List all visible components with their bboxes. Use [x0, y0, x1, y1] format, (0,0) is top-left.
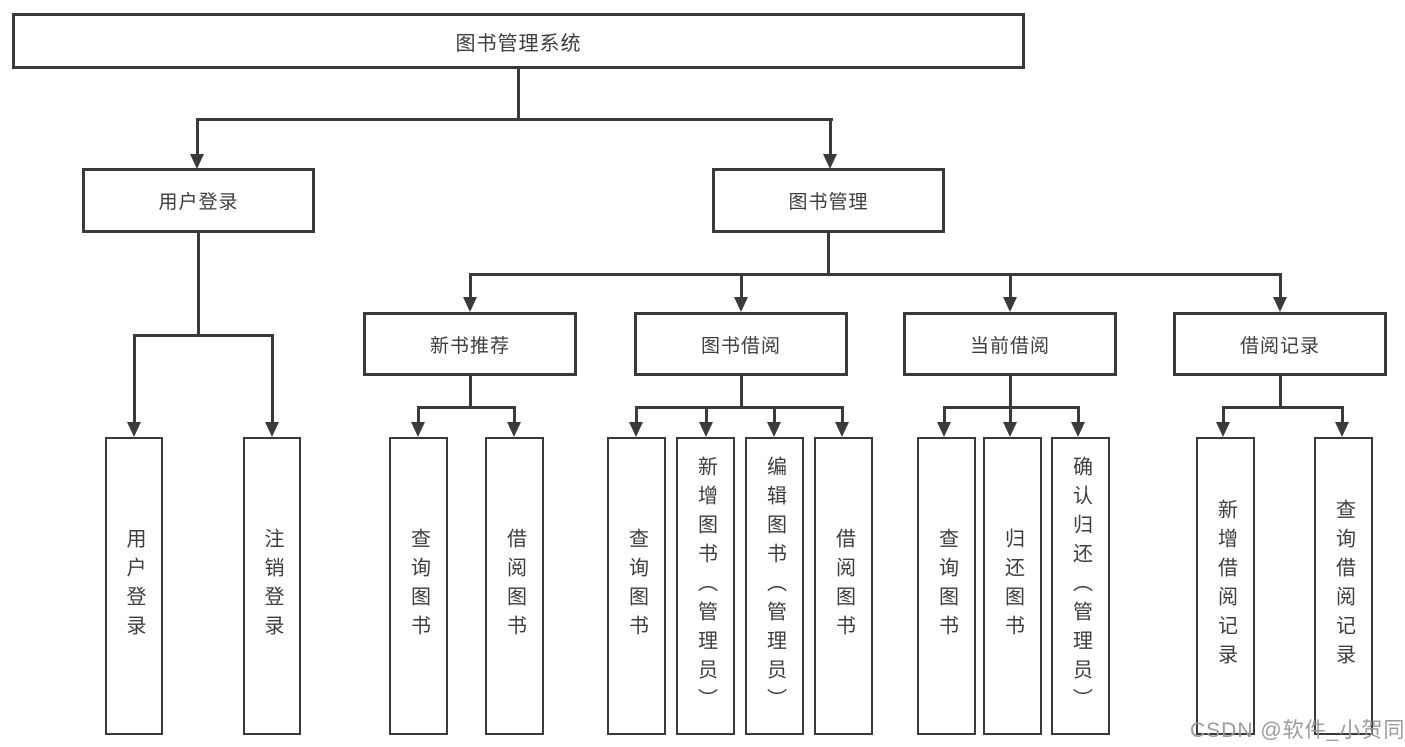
arrow-down-icon — [767, 406, 781, 437]
connector-hline — [133, 334, 274, 337]
connector-vline — [1009, 376, 1012, 406]
leaf-query-books: 查询图书 — [917, 437, 976, 735]
leaf-label: 编辑图书（管理员） — [763, 455, 786, 717]
arrow-down-icon — [835, 406, 849, 437]
connector-vline — [197, 233, 200, 334]
node-label: 借阅记录 — [1239, 335, 1320, 357]
node-new-book-recommendation: 新书推荐 — [363, 312, 577, 376]
node-label: 新书推荐 — [429, 335, 510, 357]
leaf-query-borrow-record: 查询借阅记录 — [1314, 437, 1373, 735]
node-book-borrowing: 图书借阅 — [634, 312, 848, 376]
leaf-return-book: 归还图书 — [983, 437, 1042, 735]
connector-hline — [635, 406, 843, 409]
arrow-down-icon — [1273, 273, 1287, 312]
leaf-label: 归还图书 — [1001, 528, 1024, 644]
csdn-watermark: CSDN @软件_小贺同学 — [1190, 719, 1405, 742]
node-borrowing-records: 借阅记录 — [1173, 312, 1387, 376]
leaf-edit-book-admin: 编辑图书（管理员） — [745, 437, 804, 735]
arrow-down-icon — [1003, 406, 1017, 437]
leaf-label: 确认归还（管理员） — [1069, 455, 1092, 717]
node-library-management-system: 图书管理系统 — [12, 13, 1025, 69]
leaf-label: 借阅图书 — [832, 528, 855, 644]
arrow-down-icon — [937, 406, 951, 437]
arrow-down-icon — [1335, 406, 1349, 437]
arrow-down-icon — [1216, 406, 1230, 437]
connector-vline — [469, 376, 472, 406]
node-label: 图书管理系统 — [455, 32, 582, 55]
node-label: 用户登录 — [158, 192, 239, 213]
node-current-borrowing: 当前借阅 — [903, 312, 1117, 376]
arrow-down-icon — [699, 406, 713, 437]
leaf-label: 查询图书 — [935, 528, 958, 644]
node-label: 当前借阅 — [969, 335, 1050, 357]
leaf-label: 注销登录 — [261, 528, 283, 644]
leaf-borrow-books: 借阅图书 — [485, 437, 544, 735]
leaf-query-books: 查询图书 — [607, 437, 666, 735]
arrow-down-icon — [265, 334, 279, 437]
node-book-management: 图书管理 — [712, 168, 945, 233]
arrow-down-icon — [629, 406, 643, 437]
leaf-logout: 注销登录 — [243, 437, 301, 735]
node-user-login: 用户登录 — [82, 168, 315, 233]
connector-hline — [417, 406, 516, 409]
leaf-query-books: 查询图书 — [389, 437, 448, 735]
leaf-label: 新增借阅记录 — [1214, 499, 1237, 673]
leaf-label: 新增图书（管理员） — [694, 455, 717, 717]
leaf-label: 查询借阅记录 — [1332, 499, 1355, 673]
leaf-label: 查询图书 — [625, 528, 648, 644]
arrow-down-icon — [507, 406, 521, 437]
arrow-down-icon — [127, 334, 141, 437]
connector-vline — [1279, 376, 1282, 406]
node-label: 图书管理 — [788, 192, 869, 213]
arrow-down-icon — [734, 273, 748, 312]
arrow-down-icon — [823, 118, 837, 169]
connector-vline — [517, 69, 520, 118]
connector-vline — [740, 376, 743, 406]
leaf-label: 用户登录 — [123, 528, 145, 644]
leaf-label: 借阅图书 — [503, 528, 526, 644]
connector-vline — [827, 233, 830, 273]
arrow-down-icon — [190, 118, 204, 169]
connector-hline — [1222, 406, 1344, 409]
connector-hline — [196, 118, 833, 121]
leaf-add-borrow-record: 新增借阅记录 — [1196, 437, 1255, 735]
arrow-down-icon — [463, 273, 477, 312]
leaf-confirm-return-admin: 确认归还（管理员） — [1051, 437, 1110, 735]
leaf-borrow-books: 借阅图书 — [814, 437, 873, 735]
arrow-down-icon — [411, 406, 425, 437]
node-label: 图书借阅 — [700, 335, 781, 357]
arrow-down-icon — [1071, 406, 1085, 437]
leaf-label: 查询图书 — [407, 528, 430, 644]
leaf-add-book-admin: 新增图书（管理员） — [676, 437, 735, 735]
arrow-down-icon — [1003, 273, 1017, 312]
connector-hline — [469, 273, 1282, 276]
leaf-user-login: 用户登录 — [105, 437, 163, 735]
